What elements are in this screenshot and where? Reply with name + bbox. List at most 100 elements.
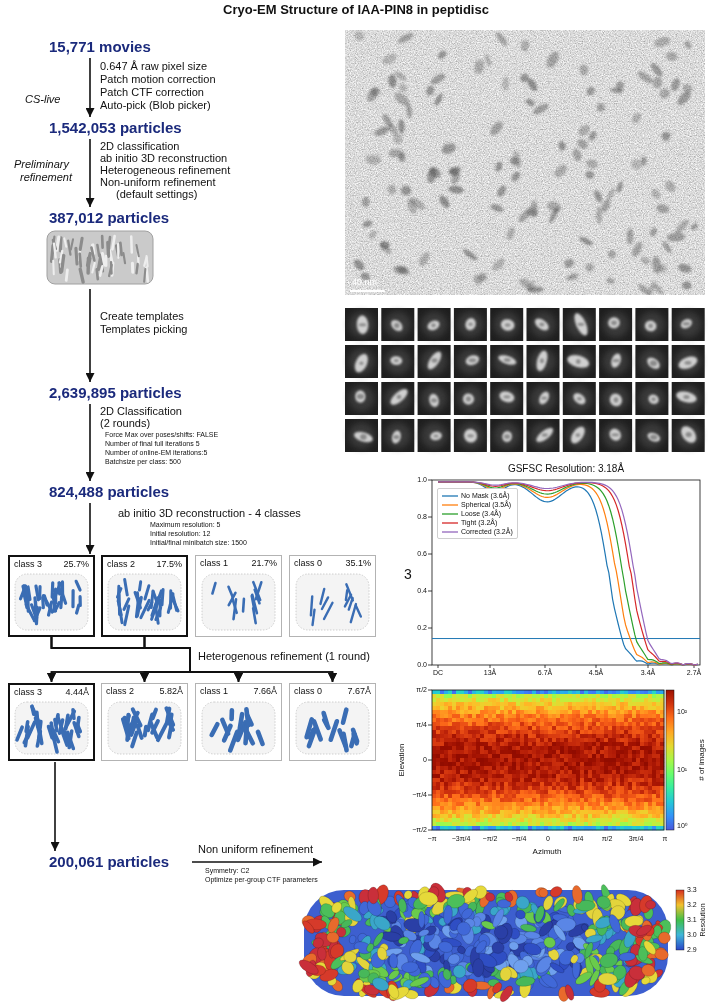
legend-line [442, 520, 458, 526]
flow-arrow [54, 762, 56, 851]
density-map [47, 231, 153, 284]
axis-tick: 0.8 [417, 513, 427, 521]
step-text: Create templates [100, 310, 184, 323]
axis-tick: −π/4 [412, 791, 427, 799]
axis-tick: π/4 [573, 835, 584, 843]
angular-distribution [428, 690, 674, 830]
parameter: Initial/final minibatch size: 1500 [150, 539, 247, 547]
axis-tick: 6.7Å [538, 669, 552, 677]
axis-tick: π/2 [602, 835, 613, 843]
legend-text: No Mask (3.6Å) [461, 491, 510, 500]
particle-count: 387,012 particles [49, 209, 169, 227]
step-group: CS-live [25, 93, 60, 106]
parameter: Symmetry: C2 [205, 867, 249, 875]
colorbar-tick: 10⁰ [677, 822, 688, 830]
colorbar-title: # of images [697, 739, 706, 780]
legend-line [442, 529, 458, 535]
particle-count: 1,542,053 particles [49, 119, 182, 137]
class-map [202, 702, 275, 754]
parameter: Number of final full iterations 5 [105, 440, 200, 448]
class-value: 7.66Å [253, 686, 277, 697]
class-box: class 17.66Å [195, 683, 282, 761]
particle-count: 824,488 particles [49, 483, 169, 501]
class-map [108, 702, 181, 754]
axis-tick: 1.0 [417, 476, 427, 484]
stage-count: 15,771 movies [47, 37, 153, 57]
class-name: class 0 [294, 558, 322, 569]
flow-arrow [89, 58, 91, 117]
stage-count: 2,639,895 particles [47, 383, 184, 403]
class-map [15, 702, 88, 754]
scale-bar [350, 290, 384, 292]
axis-tick: 0.0 [417, 661, 427, 669]
class-value: 7.67Å [347, 686, 371, 697]
colorbar-tick: 3.1 [687, 916, 697, 924]
axis-tick: DC [433, 669, 443, 677]
class-value: 4.44Å [65, 687, 89, 698]
class-map [108, 574, 181, 630]
legend-line [442, 502, 458, 508]
legend-text: Tight (3.2Å) [461, 518, 497, 527]
step-text: (default settings) [116, 188, 197, 201]
axis-tick: 0.4 [417, 587, 427, 595]
class-box: class 325.7% [8, 555, 95, 637]
parameter: Initial resolution: 12 [150, 530, 210, 538]
class-box: class 34.44Å [8, 683, 95, 761]
class-value: 25.7% [63, 559, 89, 570]
scale-bar-label: 40 nm [352, 277, 377, 287]
flow-arrow [89, 503, 91, 554]
class-box: class 035.1% [289, 555, 376, 637]
stage-count: 387,012 particles [47, 208, 171, 288]
flow-arrow [89, 139, 91, 207]
axis-tick: 0 [546, 835, 550, 843]
step-text: 2D Classification [100, 405, 182, 418]
legend-text: Corrected (3.2Å) [461, 527, 513, 536]
flow-arrow [192, 861, 322, 863]
class-value: 5.82Å [159, 686, 183, 697]
class-map [202, 574, 275, 630]
step-text: (2 rounds) [100, 417, 150, 430]
axis-tick: −π/4 [512, 835, 527, 843]
axis-tick: π/4 [416, 721, 427, 729]
class-value: 21.7% [251, 558, 277, 569]
class-box: class 1 21.7% [195, 555, 282, 637]
axis-tick: π/2 [416, 686, 427, 694]
flow-arrow [89, 404, 91, 481]
particle-count: 15,771 movies [49, 38, 151, 56]
stage-count: 200,061 particles [47, 852, 171, 872]
colorbar-title: Resolution [699, 903, 707, 936]
legend-entry: Tight (3.2Å) [442, 518, 513, 527]
colorbar-tick: 3.3 [687, 886, 697, 894]
step-text: ab initio 3D reconstruction [100, 152, 227, 165]
class-map [15, 574, 88, 630]
local-resolution-map [297, 880, 684, 1003]
axis-tick: 0.6 [417, 550, 427, 558]
axis-tick: 0.2 [417, 624, 427, 632]
axis-tick: −3π/4 [452, 835, 471, 843]
colorbar-tick: 3.2 [687, 901, 697, 909]
step-text: Non-uniform refinement [100, 176, 216, 189]
legend-entry: Loose (3.4Å) [442, 509, 513, 518]
micrograph [345, 30, 705, 295]
panel-number: 3 [404, 566, 412, 582]
parameter: Batchsize per class: 500 [105, 458, 181, 466]
class-box: class 217.5% [101, 555, 188, 637]
colorbar-tick: 3.0 [687, 931, 697, 939]
flow-arrow [52, 637, 191, 682]
step-text: 2D classification [100, 140, 179, 153]
flow-arrow [145, 637, 191, 682]
flow-arrow [89, 289, 91, 382]
axis-tick: 3.4Å [641, 669, 655, 677]
step-text: Non uniform refinement [198, 843, 313, 856]
class-name: class 1 [200, 558, 228, 569]
parameter: Optimize per-group CTF parameters [205, 876, 318, 884]
axis-tick: −π/2 [483, 835, 498, 843]
plot-legend: No Mask (3.6Å)Spherical (3.5Å)Loose (3.4… [437, 488, 518, 539]
class-box: class 07.67Å [289, 683, 376, 761]
colorbar-tick: 2.9 [687, 946, 697, 954]
fsc-plot [428, 480, 700, 668]
legend-text: Loose (3.4Å) [461, 509, 501, 518]
class-name: class 2 [106, 686, 134, 697]
flow-arrow [52, 637, 191, 682]
particle-count: 2,639,895 particles [49, 384, 182, 402]
